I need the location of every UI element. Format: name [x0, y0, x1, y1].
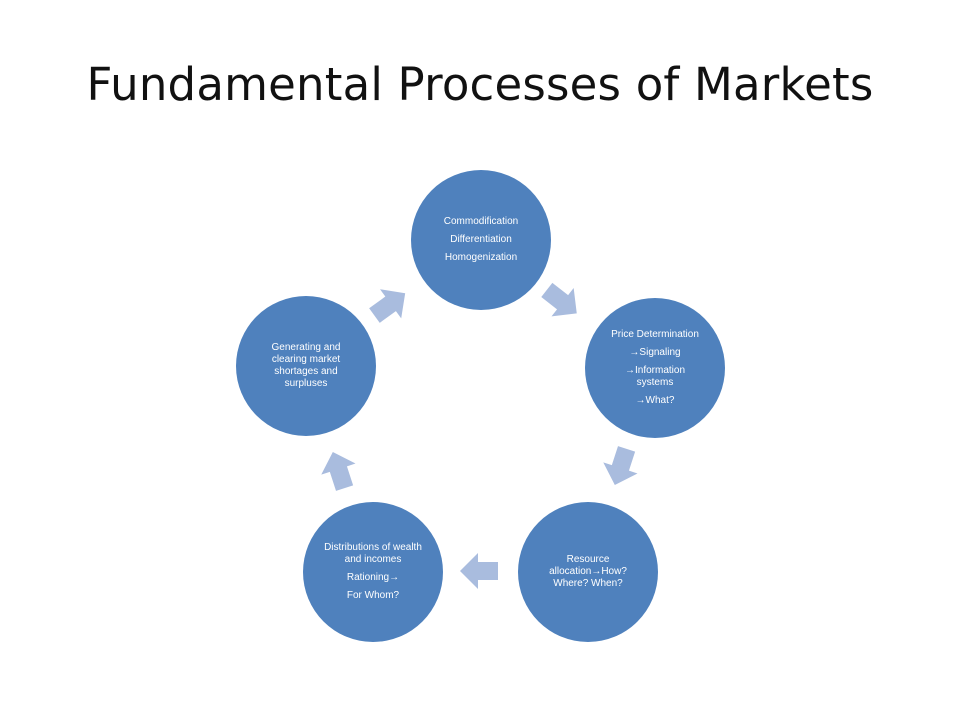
node-text: Generating and clearing market shortages… — [271, 342, 341, 389]
arrow-left-to-top — [366, 282, 412, 328]
node-text: For Whom? — [346, 590, 400, 601]
node-price-determination: Price Determination →Signaling →Informat… — [585, 298, 725, 438]
node-text: Price Determination — [611, 329, 699, 340]
node-resource-allocation: Resource allocation→How? Where? When? — [518, 502, 658, 642]
arrow-bottom-left-to-left-shape — [321, 451, 356, 491]
node-generating-clearing: Generating and clearing market shortages… — [236, 296, 376, 436]
node-text: →Signaling — [629, 347, 681, 358]
arrow-top-to-right — [538, 278, 584, 324]
node-text: Resource allocation→How? — [549, 554, 627, 577]
arrow-right-to-bottom-right — [598, 443, 644, 489]
node-text: Where? When? — [553, 578, 623, 589]
node-commodification: Commodification Differentiation Homogeni… — [411, 170, 551, 310]
arrow-bottom-right-to-bottom-left-shape — [460, 553, 498, 589]
node-text: Homogenization — [444, 252, 518, 263]
arrow-top-to-right-shape — [541, 282, 577, 317]
node-text: Rationing→ — [346, 572, 400, 583]
node-distributions: Distributions of wealth and incomes Rati… — [303, 502, 443, 642]
arrow-left-to-top-shape — [369, 289, 406, 323]
node-text: Differentiation — [450, 234, 512, 245]
node-text: Distributions of wealth and incomes — [324, 542, 422, 565]
slide-title: Fundamental Processes of Markets — [86, 58, 874, 111]
node-text: →What? — [635, 395, 675, 406]
arrow-bottom-left-to-left — [316, 448, 362, 494]
arrow-right-to-bottom-right-shape — [603, 446, 638, 486]
arrow-bottom-right-to-bottom-left — [457, 548, 503, 594]
node-text: Commodification — [443, 216, 519, 227]
node-text: →Information systems — [624, 365, 686, 388]
